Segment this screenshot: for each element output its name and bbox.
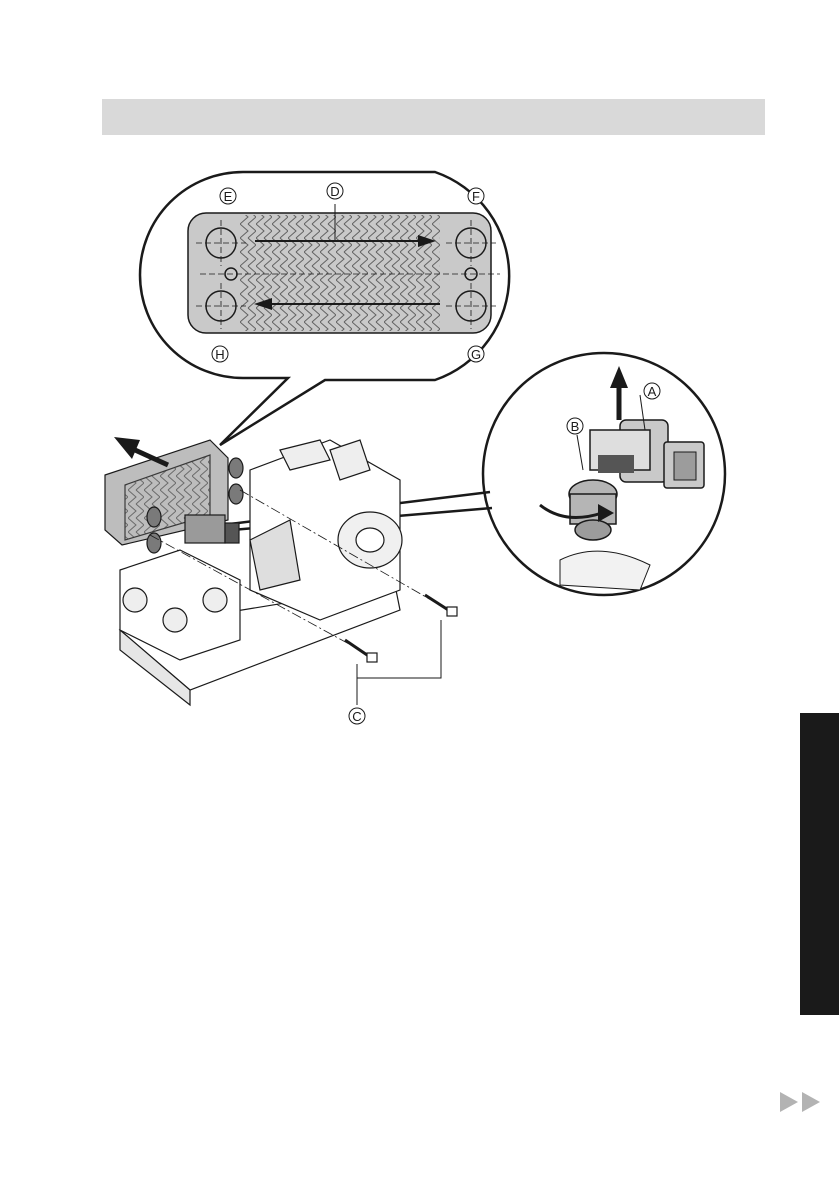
svg-text:A: A xyxy=(648,384,657,399)
callout-h: H xyxy=(212,346,228,362)
callout-f: F xyxy=(468,188,484,204)
svg-text:E: E xyxy=(224,189,233,204)
svg-text:B: B xyxy=(571,419,580,434)
callout-b: B xyxy=(567,418,583,434)
callout-a: A xyxy=(644,383,660,399)
svg-text:H: H xyxy=(215,347,224,362)
callout-g: G xyxy=(468,346,484,362)
svg-text:C: C xyxy=(352,709,361,724)
svg-text:D: D xyxy=(330,184,339,199)
callout-d: D xyxy=(327,183,343,199)
double-chevron-right-icon[interactable] xyxy=(780,1090,824,1114)
section-side-tab xyxy=(800,713,839,1015)
hydraulic-assembly xyxy=(105,440,457,705)
svg-text:G: G xyxy=(471,347,481,362)
pull-out-arrow xyxy=(114,437,168,465)
callout-c: C xyxy=(349,708,365,724)
callout-e: E xyxy=(220,188,236,204)
zoom-balloon-plate xyxy=(140,172,509,445)
svg-text:F: F xyxy=(472,189,480,204)
